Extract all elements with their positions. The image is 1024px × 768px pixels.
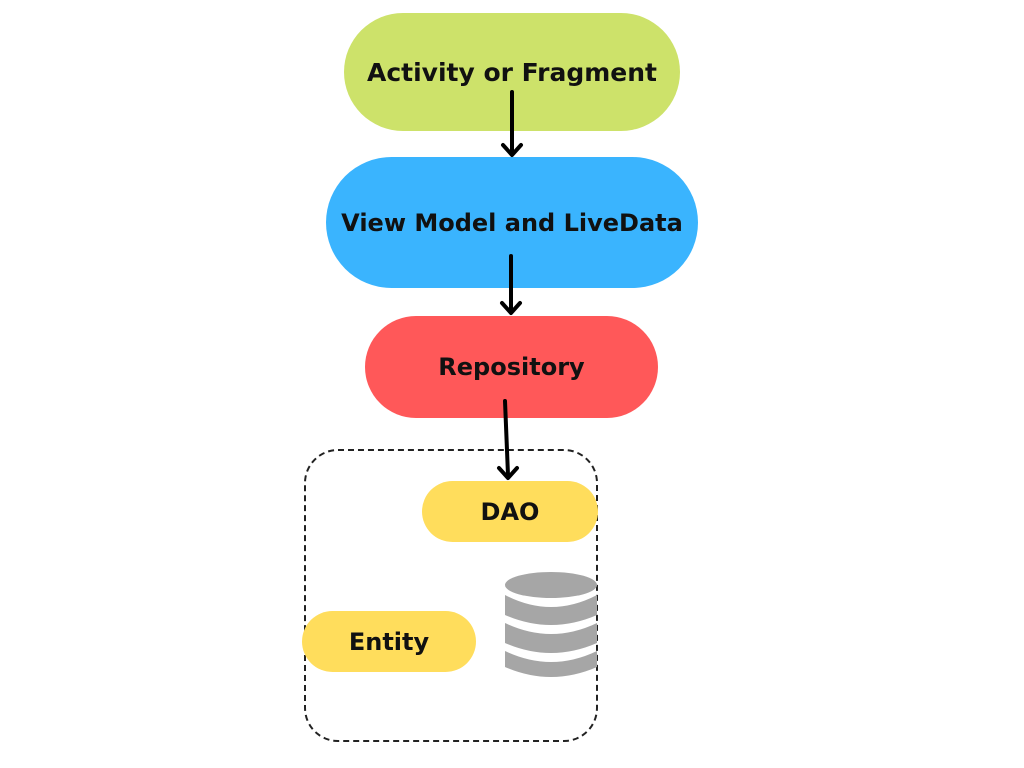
entity-label: Entity <box>348 627 430 656</box>
database-layer-1 <box>505 595 597 625</box>
dao-label: DAO <box>480 497 540 526</box>
activity-fragment-node: Activity or Fragment <box>344 13 680 131</box>
database-icon <box>505 572 597 677</box>
activity-fragment-label: Activity or Fragment <box>366 57 658 87</box>
entity-node: Entity <box>302 611 476 672</box>
repository-node: Repository <box>365 316 658 418</box>
arrowhead-viewmodel-to-repository <box>500 301 522 315</box>
database-top-disk <box>505 572 597 598</box>
database-layer-3 <box>505 651 597 677</box>
repository-label: Repository <box>438 353 585 381</box>
viewmodel-livedata-label: View Model and LiveData <box>341 208 683 237</box>
database-layer-2 <box>505 623 597 653</box>
dao-node: DAO <box>422 481 598 542</box>
viewmodel-livedata-node: View Model and LiveData <box>326 157 698 288</box>
arrowhead-activity-to-viewmodel <box>501 143 523 157</box>
